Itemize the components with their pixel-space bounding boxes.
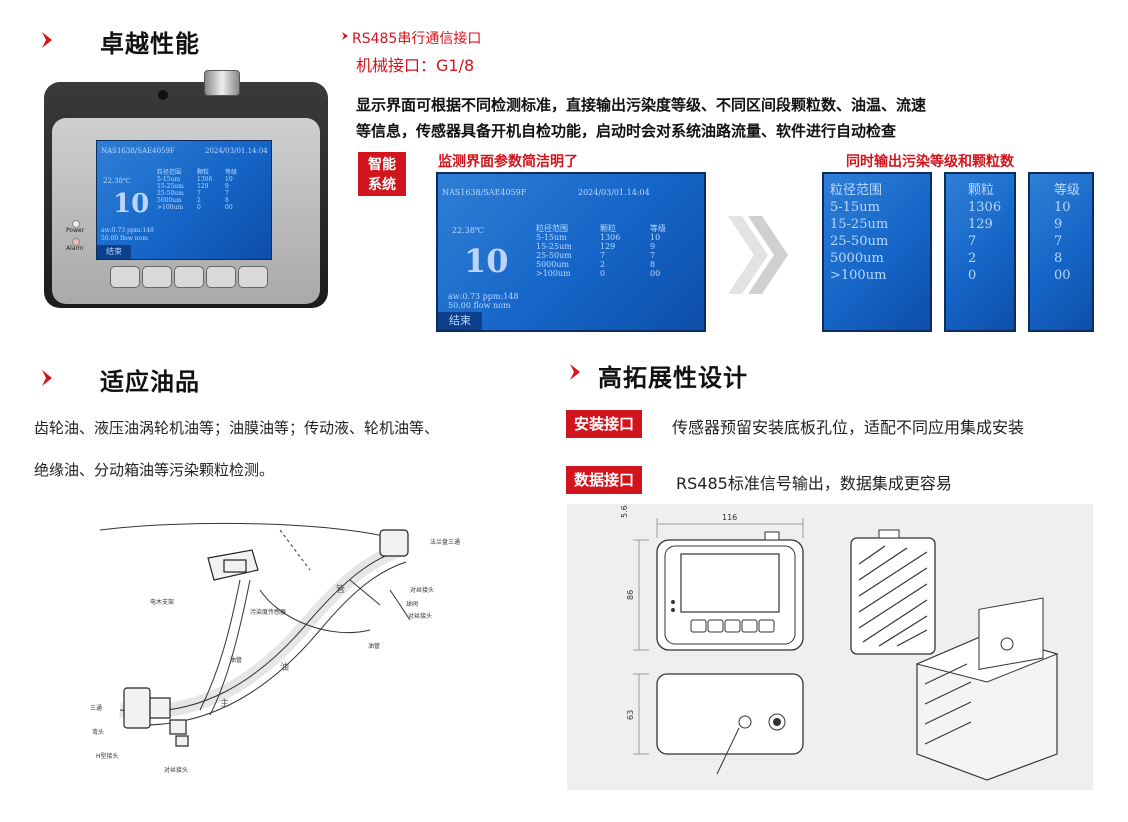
dim-width: 116 [722,513,737,522]
performance-title: 卓越性能 [100,30,200,58]
device-aw-line: aw:0.73 ppm:148 [101,227,154,234]
power-led-icon [72,220,80,228]
device-end-label: 结束 [97,245,131,259]
installation-diagram: 法兰盘三通 电木支架 污染度传感器 对丝接头 球阀 对丝接头 油管 油管 三通 … [90,522,460,774]
label-flange: 法兰盘三通 [430,538,460,546]
device-flow-line: 50.00 flow nom [101,235,148,242]
chevron-right-icon [42,32,52,48]
device-big-grade: 10 [113,189,150,219]
dimension-drawing: 116 5.6 86 63 [567,504,1093,790]
label-ball-valve: 球阀 [406,600,418,608]
screen-end-label: 结束 [438,312,482,330]
label-oil-pipe2: 油管 [368,642,380,650]
label-h-joint: H型接头 [96,752,119,760]
pipe-char-2: 管 [336,583,345,595]
extensibility-title: 高拓展性设计 [598,364,748,392]
device-button-1 [110,266,140,288]
rs485-label: RS485串行通信接口 [352,31,482,47]
alarm-label: Alarm [66,245,84,252]
label-bracket: 电木支架 [150,598,174,606]
device-button-5 [238,266,268,288]
device-temp: 22.38℃ [103,177,131,185]
power-label: Power [66,227,85,234]
dim-depth: 63 [626,710,635,720]
range-panel: 粒径范围 5-15um 15-25um 25-50um 5000um >100u… [822,172,932,332]
monitor-screen: NAS1638/SAE4059F 2024/03/01.14:04 22.38℃… [436,172,706,332]
install-tag: 安装接口 [566,410,643,438]
chevron-right-icon [42,370,52,386]
label-sensor: 污染度传感器 [250,608,286,616]
oil-text-line2: 绝缘油、分动箱油等污染颗粒检测。 [34,461,275,479]
chevron-right-icon [570,364,580,380]
screen-header-right: 2024/03/01.14:04 [578,188,650,197]
smart-system-tag: 智能 系统 [358,152,406,196]
label-connector3: 对丝接头 [164,766,188,774]
performance-description: 显示界面可根据不同检测标准，直接输出污染度等级、不同区间段颗粒数、油温、流速 等… [356,96,927,140]
pipe-char-1: 油 [280,661,289,673]
label-tee: 三通 [90,704,102,712]
chevron-right-icon [342,32,348,40]
monitor-caption: 监测界面参数简洁明了 [438,154,578,170]
dim-height: 86 [626,590,635,600]
oil-text-line1: 齿轮油、液压油涡轮机油等；油膜油等；传动液、轮机油等、 [34,419,440,437]
screen-flow-line: 50.00 flow nom [448,301,511,310]
output-caption: 同时输出污染等级和颗粒数 [846,154,1014,170]
device-header-right: 2024/03/01.14:04 [205,147,268,155]
screen-big-grade: 10 [464,242,509,280]
install-text: 传感器预留安装底板孔位，适配不同应用集成安装 [672,418,1025,437]
oil-title: 适应油品 [100,368,200,396]
double-chevron-icon [728,216,788,294]
count-panel: 颗粒 1306 129 7 2 0 [944,172,1016,332]
device-button-4 [206,266,236,288]
pipe-char-3: 主 [220,697,229,709]
screen-header-left: NAS1638/SAE4059F [442,188,527,197]
grade-panel: 等级 10 9 7 8 00 [1028,172,1094,332]
mech-interface-label: 机械接口：G1/8 [356,56,475,75]
device-button-3 [174,266,204,288]
device-photo: NAS1638/SAE4059F 2024/03/01.14:04 22.38℃… [44,70,328,308]
dim-top: 5.6 [620,505,629,518]
data-tag: 数据接口 [566,466,643,494]
device-button-2 [142,266,172,288]
screen-aw-line: aw:0.73 ppm:148 [448,292,519,301]
data-text: RS485标准信号输出，数据集成更容易 [676,474,952,493]
label-oil-pipe1: 油管 [230,656,242,664]
label-elbow: 弯头 [92,728,104,736]
screen-temp: 22.38℃ [452,226,484,235]
label-connector1: 对丝接头 [410,586,434,594]
device-header-left: NAS1638/SAE4059F [101,147,175,155]
alarm-led-icon [72,238,80,246]
label-connector2: 对丝接头 [408,612,432,620]
